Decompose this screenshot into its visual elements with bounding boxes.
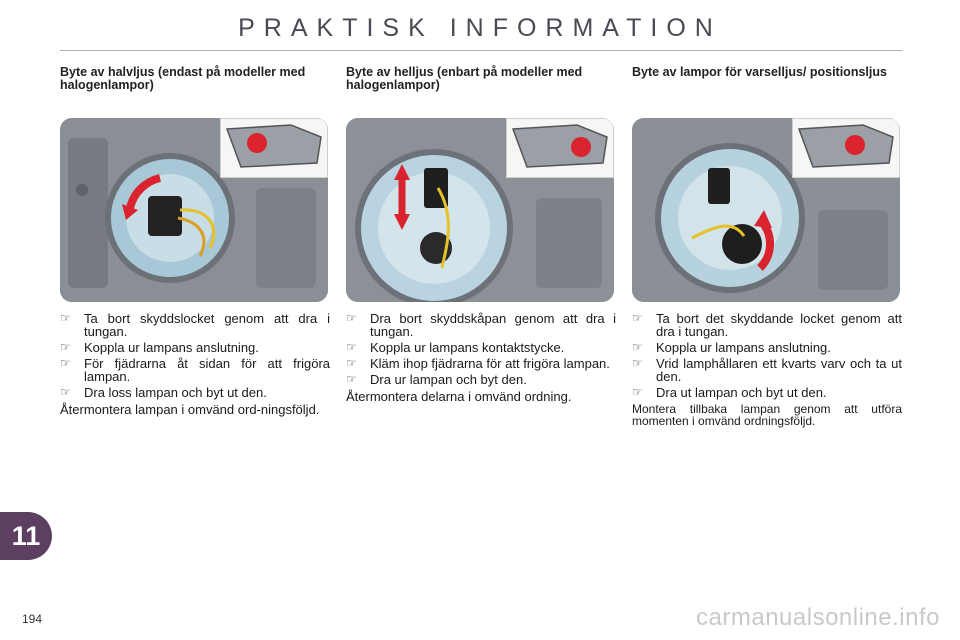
section-title: Byte av helljus (enbart på modeller med … [346, 65, 583, 92]
highlight-marker-icon [247, 133, 267, 153]
pointing-hand-icon: ☞ [632, 356, 643, 370]
pointing-hand-icon: ☞ [632, 311, 643, 325]
pointing-hand-icon: ☞ [60, 356, 71, 370]
highlight-marker-icon [571, 137, 591, 157]
reassembly-note: Återmontera delarna i omvänd ordning. [346, 389, 572, 404]
list-item: ☞Koppla ur lampans anslutning. [632, 340, 831, 355]
pointing-hand-icon: ☞ [346, 356, 357, 370]
list-item: ☞Koppla ur lampans kontaktstycke. [346, 340, 565, 355]
chapter-tab: 11 [0, 512, 52, 560]
headlamp-inset [792, 118, 900, 178]
headlamp-inset [220, 118, 328, 178]
list-item: ☞Ta bort det skyddande locket genom att … [632, 311, 902, 339]
section-title: Byte av halvljus (endast på modeller med… [60, 65, 306, 92]
pointing-hand-icon: ☞ [60, 340, 71, 354]
list-item: ☞Dra loss lampan och byt ut den. [60, 385, 267, 400]
section-title: Byte av lampor för varselljus/ positions… [632, 65, 887, 79]
instruction-list: ☞Ta bort det skyddande locket genom att … [632, 311, 902, 400]
reassembly-note: Återmontera lampan i omvänd ord-ningsföl… [60, 402, 320, 417]
list-item: ☞Dra bort skyddskåpan genom att dra i tu… [346, 311, 616, 339]
list-item: ☞Ta bort skyddslocket genom att dra i tu… [60, 311, 330, 339]
pointing-hand-icon: ☞ [346, 372, 357, 386]
list-item: ☞Dra ur lampan och byt den. [346, 372, 527, 387]
page-title: PRAKTISK INFORMATION [238, 14, 722, 42]
section-daytime-running-lights: Byte av lampor för varselljus/ positions… [632, 66, 902, 427]
section-low-beam: Byte av halvljus (endast på modeller med… [60, 66, 330, 416]
pointing-hand-icon: ☞ [632, 340, 643, 354]
pointing-hand-icon: ☞ [60, 385, 71, 399]
list-item: ☞Koppla ur lampans anslutning. [60, 340, 259, 355]
list-item: ☞Kläm ihop fjädrarna för att frigöra lam… [346, 356, 610, 371]
highlight-marker-icon [845, 135, 865, 155]
instruction-list: ☞Ta bort skyddslocket genom att dra i tu… [60, 311, 330, 400]
high-beam-photo [346, 118, 614, 302]
pointing-hand-icon: ☞ [346, 340, 357, 354]
instruction-list: ☞Dra bort skyddskåpan genom att dra i tu… [346, 311, 616, 387]
list-item: ☞Vrid lamphållaren ett kvarts varv och t… [632, 356, 902, 384]
watermark: carmanualsonline.info [696, 604, 940, 631]
low-beam-photo [60, 118, 328, 302]
list-item: ☞Dra ut lampan och byt ut den. [632, 385, 827, 400]
position-light-photo [632, 118, 900, 302]
header-divider [60, 50, 902, 51]
pointing-hand-icon: ☞ [632, 385, 643, 399]
pointing-hand-icon: ☞ [346, 311, 357, 325]
pointing-hand-icon: ☞ [60, 311, 71, 325]
page-number: 194 [22, 612, 43, 626]
reassembly-note: Montera tillbaka lampan genom att utföra… [632, 402, 902, 428]
headlamp-inset [506, 118, 614, 178]
section-high-beam: Byte av helljus (enbart på modeller med … [346, 66, 616, 403]
list-item: ☞För fjädrarna åt sidan för att frigöra … [60, 356, 330, 384]
